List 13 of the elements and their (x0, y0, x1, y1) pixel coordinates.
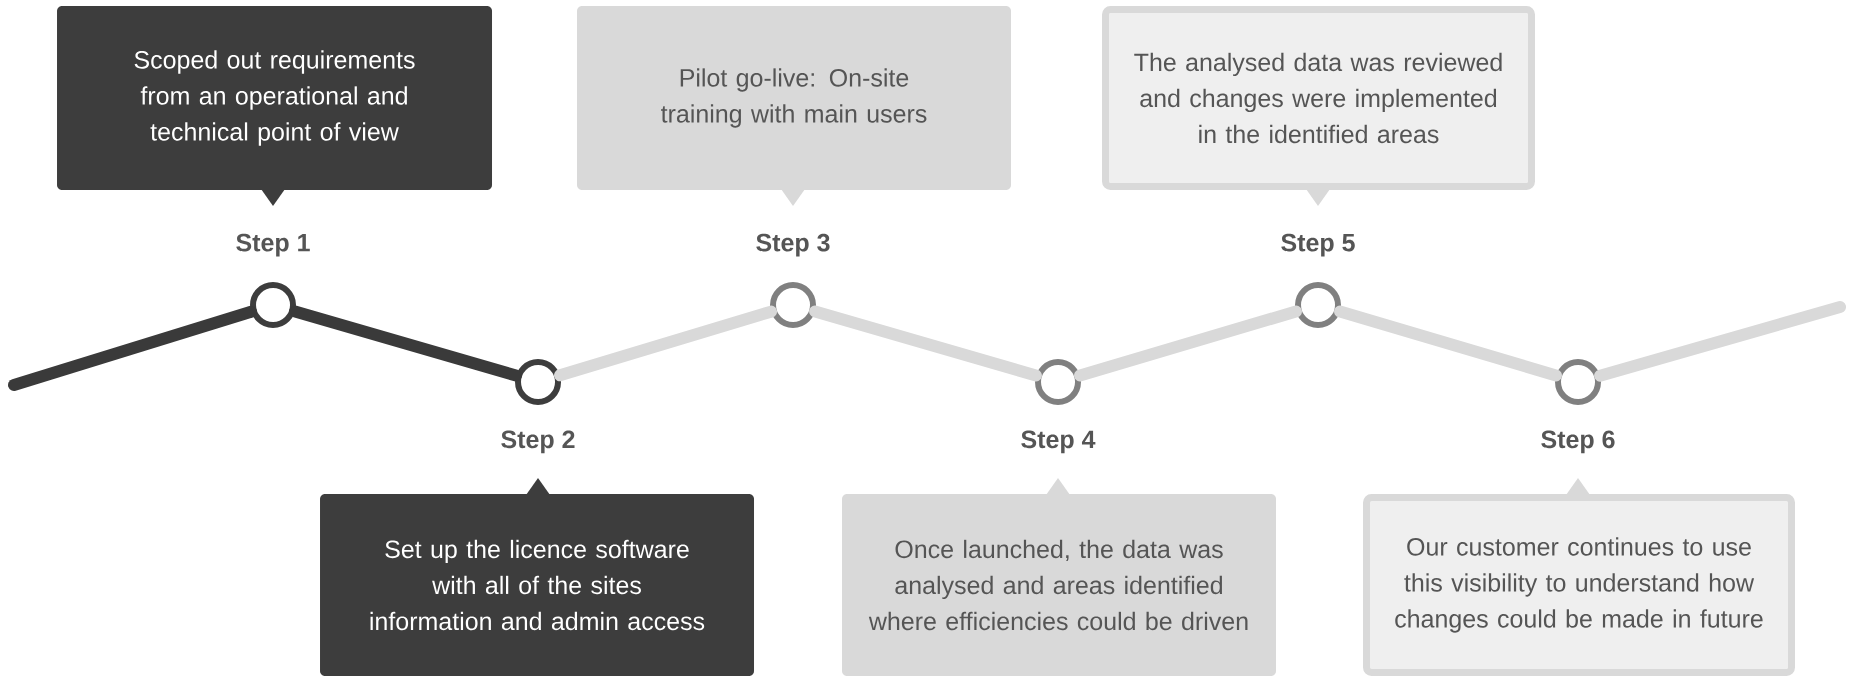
timeline-segment (1334, 305, 1562, 382)
callout-box: Once launched, the data was analysed and areas identified where efficiencies could be driven (842, 478, 1276, 676)
timeline-segment (1074, 305, 1302, 382)
callout-box: Scoped out requirements from an operational and technical point of view (57, 6, 492, 206)
callout-box: Pilot go-live: On-site training with main users (577, 6, 1011, 206)
timeline-segment (289, 305, 522, 382)
timeline-segment (554, 305, 777, 382)
callout-box: The analysed data was reviewed and changes were implemented in the identified areas (1102, 6, 1535, 206)
timeline-segment (8, 305, 258, 391)
callout-box: Set up the licence software with all of the sites information and admin access (320, 478, 754, 676)
timeline-segment (1594, 301, 1846, 382)
callout-box: Our customer continues to use this visibility to understand how changes could be made in future (1363, 478, 1795, 676)
timeline-segment (809, 305, 1042, 382)
